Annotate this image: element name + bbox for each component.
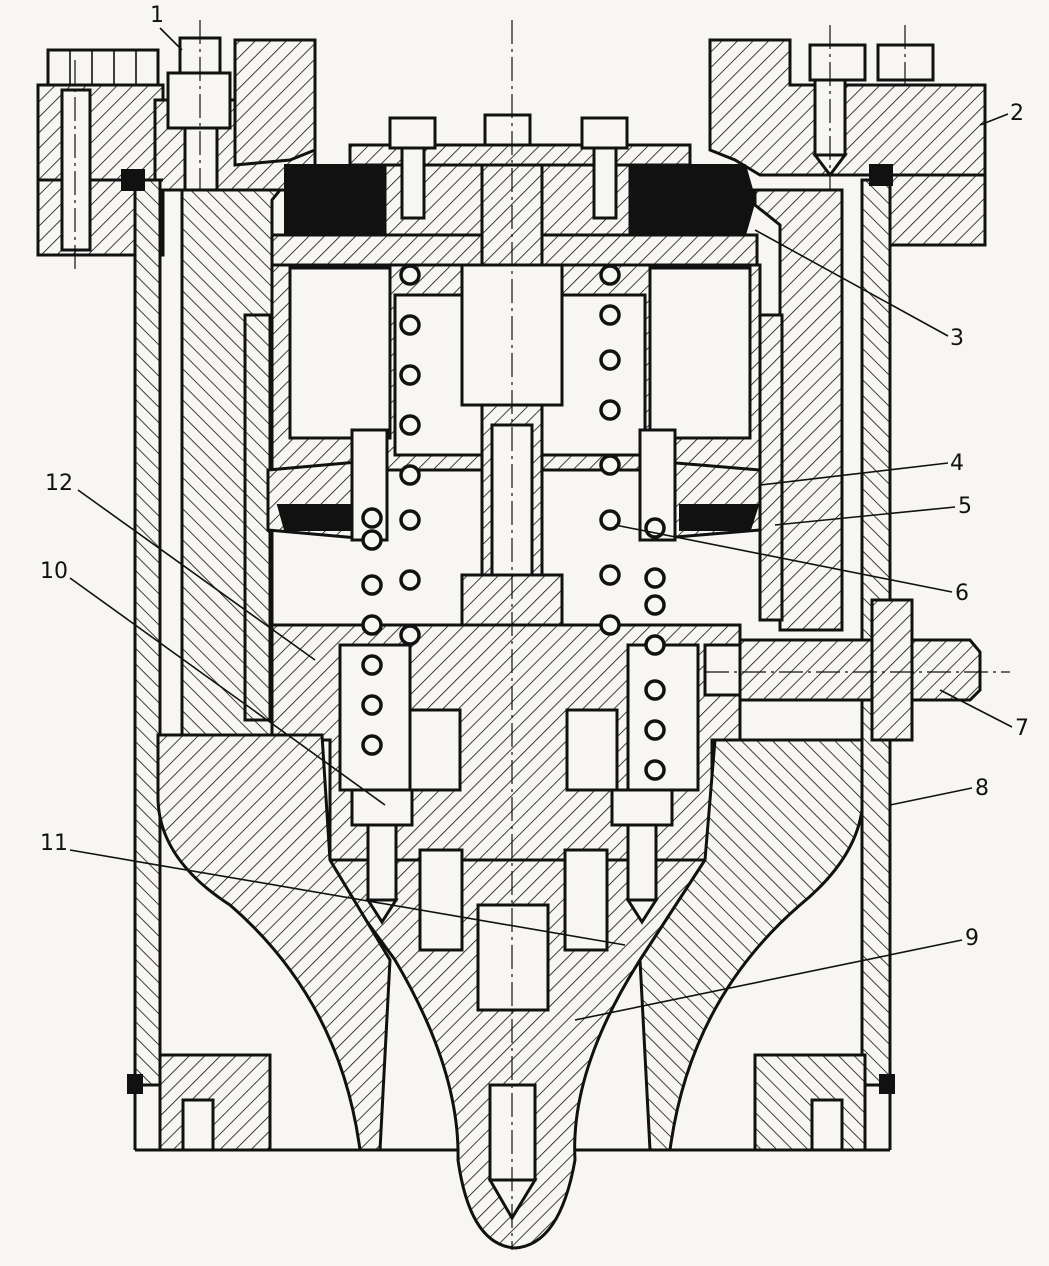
cover-bolts: [388, 113, 629, 220]
callout-11: 11: [40, 831, 626, 946]
callout-5: 5: [774, 494, 972, 526]
callout-label: 9: [965, 926, 979, 951]
lower-bolts: [181, 788, 844, 1152]
callout-9: 9: [574, 926, 979, 1021]
top-bolt-right-a: [808, 25, 867, 190]
callout-label: 2: [1010, 101, 1024, 126]
lower-channels: [156, 733, 867, 1152]
side-pin: [703, 598, 982, 742]
lower-cone: [319, 858, 708, 1250]
callout-10: 10: [40, 559, 386, 806]
callout-label: 1: [150, 3, 164, 28]
callout-label: 11: [40, 831, 68, 856]
springs: [361, 264, 666, 781]
callout-label: 3: [950, 326, 964, 351]
callout-label: 8: [975, 776, 989, 801]
top-bolt-right-b: [876, 25, 935, 85]
center-axes: [74, 20, 1010, 1250]
callout-6: 6: [614, 524, 969, 606]
callout-3: 3: [754, 229, 964, 351]
callout-label: 5: [958, 494, 972, 519]
callout-label: 10: [40, 559, 68, 584]
callout-label: 7: [1015, 716, 1029, 741]
callout-2: 2: [979, 101, 1024, 126]
callout-12: 12: [45, 471, 316, 661]
callout-label: 4: [950, 451, 964, 476]
callout-1: 1: [150, 3, 183, 51]
callout-label: 6: [955, 581, 969, 606]
callout-4: 4: [759, 451, 964, 486]
callout-8: 8: [889, 776, 989, 806]
top-bolt-left: [46, 48, 160, 87]
callout-7: 7: [939, 689, 1029, 741]
callout-label: 12: [45, 471, 73, 496]
